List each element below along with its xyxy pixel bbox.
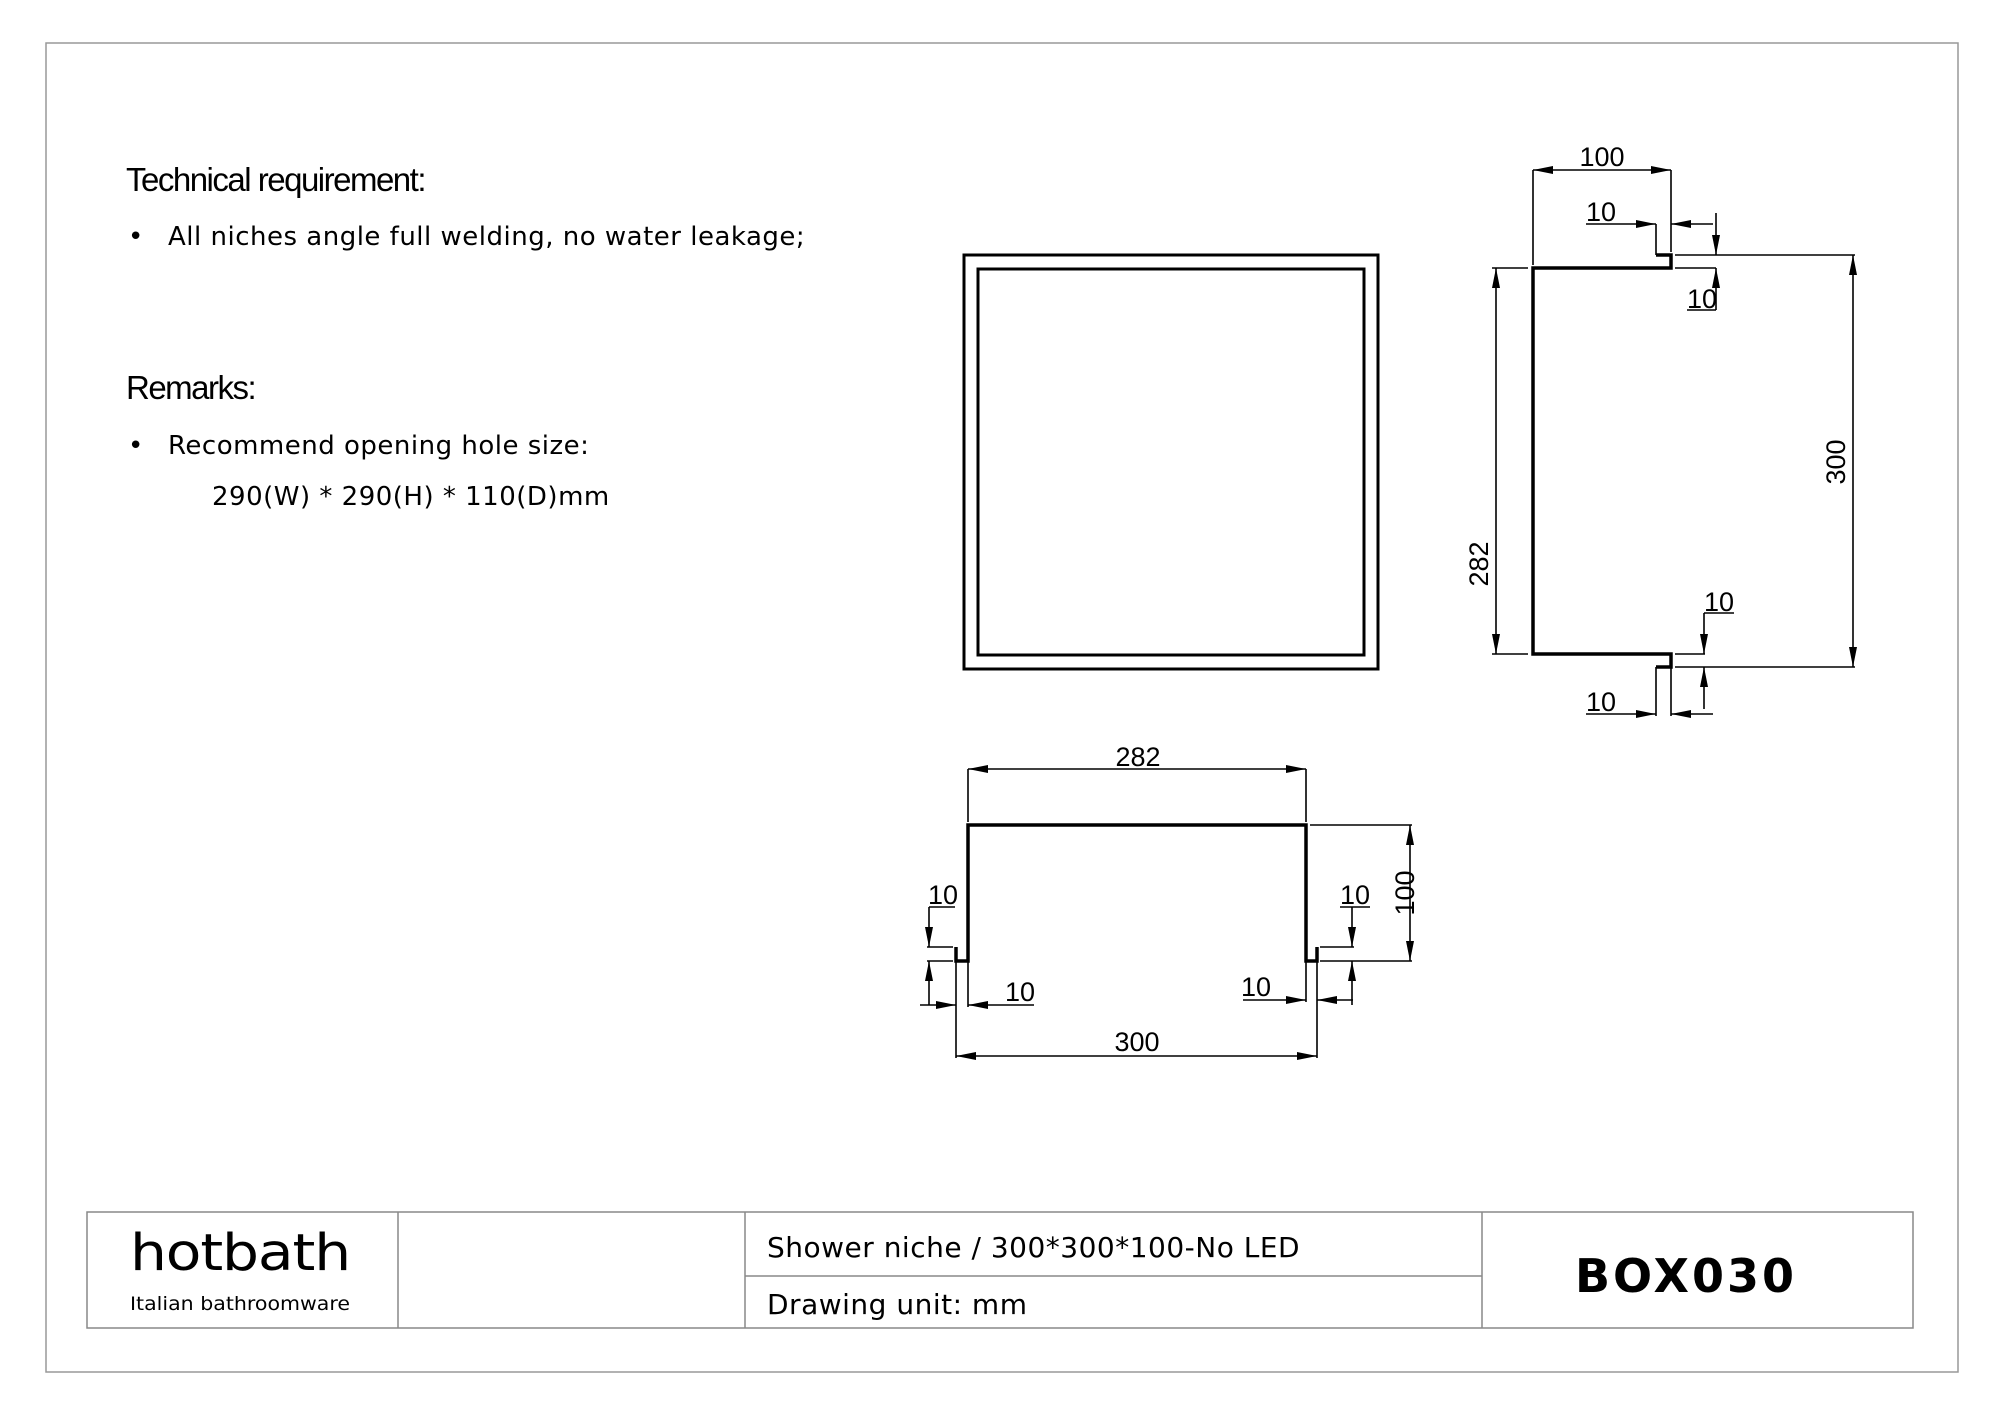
dim-outer-height-label: 300 bbox=[1821, 439, 1851, 484]
dim-top-depth-label: 100 bbox=[1390, 870, 1420, 915]
side-view: 100 10 10 300 282 10 10 bbox=[1464, 142, 1857, 718]
dim-depth-label: 100 bbox=[1579, 142, 1624, 172]
side-view-profile bbox=[1531, 253, 1673, 669]
front-view-outer-frame bbox=[962, 253, 1380, 671]
bullet-icon: • bbox=[128, 222, 144, 252]
dim-left-lip-height-label: 10 bbox=[928, 880, 958, 910]
dim-inner-width-label: 282 bbox=[1115, 742, 1160, 772]
drawing-unit: Drawing unit: mm bbox=[767, 1288, 1027, 1321]
dim-inner-height-label: 282 bbox=[1464, 541, 1494, 586]
brand-tagline: Italian bathroomware bbox=[130, 1293, 350, 1315]
title-block: hotbath Italian bathroomware Shower nich… bbox=[86, 1211, 1914, 1329]
front-view bbox=[962, 253, 1380, 671]
dim-lip-bottom-width-label: 10 bbox=[1586, 687, 1616, 717]
notes-section: Technical requirement: • All niches angl… bbox=[126, 161, 805, 512]
top-view-profile bbox=[954, 823, 1319, 963]
remarks-item: Recommend opening hole size: bbox=[168, 431, 589, 461]
dim-lip-top-height-label: 10 bbox=[1687, 284, 1717, 314]
product-description: Shower niche / 300*300*100-No LED bbox=[767, 1231, 1300, 1264]
opening-size: 290(W) * 290(H) * 110(D)mm bbox=[212, 482, 610, 512]
brand-logo: hotbath bbox=[130, 1224, 350, 1283]
technical-requirement-item: All niches angle full welding, no water … bbox=[168, 222, 805, 252]
technical-requirement-heading: Technical requirement: bbox=[126, 161, 425, 198]
dim-left-lip-width-label: 10 bbox=[1005, 977, 1035, 1007]
dim-lip-top-width-label: 10 bbox=[1586, 197, 1616, 227]
remarks-heading: Remarks: bbox=[126, 369, 255, 406]
dim-right-lip-height-label: 10 bbox=[1340, 880, 1370, 910]
model-code: BOX030 bbox=[1575, 1249, 1797, 1303]
dim-right-lip-width-label: 10 bbox=[1241, 972, 1271, 1002]
front-view-inner-opening bbox=[976, 267, 1366, 657]
top-view: 282 100 10 10 10 10 300 bbox=[920, 742, 1420, 1060]
dim-lip-bottom-height-label: 10 bbox=[1704, 587, 1734, 617]
dim-outer-width-label: 300 bbox=[1114, 1027, 1159, 1057]
bullet-icon: • bbox=[128, 431, 144, 461]
sheet-border bbox=[45, 42, 1959, 1373]
